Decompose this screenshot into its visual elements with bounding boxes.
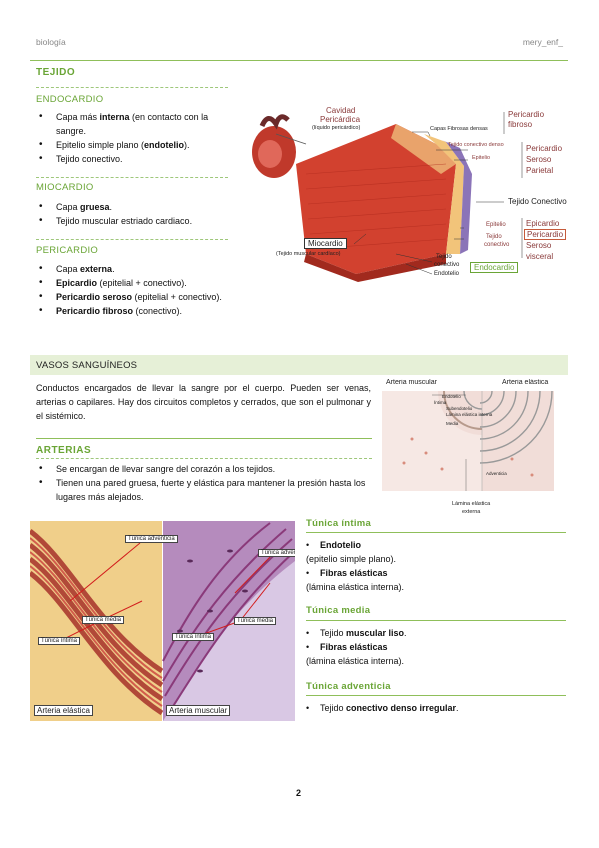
list-item: Capa gruesa. (36, 200, 232, 214)
list-item: Se encargan de llevar sangre del corazón… (36, 462, 372, 476)
artery-diagram: Arteria muscular Arteria elástica Endote… (382, 379, 554, 517)
heart-icon (252, 114, 307, 178)
label-subendotelio: Subendotelio (446, 406, 473, 411)
label-externa: externa (462, 509, 481, 515)
divider (36, 87, 228, 88)
section-title-vasos: VASOS SANGUÍNEOS (36, 360, 138, 371)
list-item: Epicardio (epitelial + conectivo). (36, 276, 246, 290)
title-tunica-intima: Túnica íntima (306, 518, 372, 529)
list-item: Epitelio simple plano (endotelio). (36, 138, 232, 152)
label-pericardio-box: Pericardio (524, 229, 567, 240)
histology-figure: Túnica adventicia Túnica media Túnica ín… (30, 521, 295, 721)
label-endotelio-art: Endotelio (442, 394, 461, 399)
divider (306, 695, 566, 696)
tunica-media-body: •Tejido muscular liso. •Fibras elásticas… (306, 628, 407, 666)
label-lamina-externa: Lámina elástica (452, 501, 491, 507)
list-item: Tienen una pared gruesa, fuerte y elásti… (36, 476, 372, 504)
vasos-paragraph: Conductos encargados de llevar la sangre… (36, 383, 371, 421)
label-tejido-2: Tejido (486, 234, 502, 240)
label-seroso-visceral: Seroso (526, 241, 552, 250)
label-intima: Íntima (434, 400, 447, 405)
histo-label-media-right: Túnica media (234, 617, 277, 625)
heart-wall-figure: Cavidad Pericárdica (líquido pericárdico… (246, 104, 570, 284)
divider (306, 532, 566, 533)
label-media: Media (446, 421, 459, 426)
label-visceral: visceral (526, 252, 554, 261)
label-lamina-interna: Lámina elástica interna (446, 412, 493, 417)
divider (36, 458, 372, 459)
header-divider (30, 60, 568, 61)
label-endotelio: Endotelio (434, 271, 460, 277)
tunica-intima-body: •Endotelio (epitelio simple plano). •Fib… (306, 540, 405, 592)
histo-label-adventicia-left: Túnica adventicia (125, 535, 178, 543)
label-endocardio-box: Endocardio (470, 262, 519, 273)
list-item: Pericardio fibroso (conectivo). (36, 304, 246, 318)
artery-cross-section (382, 379, 554, 491)
label-epitelio: Epitelio (472, 155, 491, 161)
label-adventicia: Adventicia (486, 471, 507, 476)
title-tunica-adventicia: Túnica adventicia (306, 681, 391, 692)
divider (306, 620, 566, 621)
label-tejido-conectivo: Tejido Conectivo (508, 197, 567, 206)
divider (36, 438, 372, 439)
heart-wall-illustration (252, 112, 523, 282)
label-pericardio-fibroso: Pericardio (508, 110, 545, 119)
list-pericardio: Capa externa. Epicardio (epitelial + con… (36, 262, 246, 318)
list-item: Tejido muscular estriado cardiaco. (36, 214, 232, 228)
title-tunica-media: Túnica media (306, 605, 371, 616)
list-item: Tejido conectivo. (36, 152, 232, 166)
list-item: Capa externa. (36, 262, 246, 276)
label-epicardio: Epicardio (526, 219, 560, 228)
divider (36, 177, 228, 178)
list-item: Capa más interna (en contacto con la san… (36, 110, 232, 138)
label-pericardio-seroso: Pericardio (526, 144, 563, 153)
label-miocardio-sub: (Tejido muscular cardíaco) (276, 251, 341, 257)
histo-label-intima-left: Túnica íntima (38, 637, 81, 645)
histo-label-adventicia-right: Túnica adventicia (258, 549, 295, 557)
label-cavidad: Cavidad (326, 106, 356, 115)
section-title-arterias: ARTERIAS (36, 445, 92, 456)
histo-label-intima-right: Túnica íntima (172, 633, 215, 641)
label-arteria-elastica: Arteria elástica (502, 379, 549, 386)
list-arterias: Se encargan de llevar sangre del corazón… (36, 462, 372, 504)
header-subject: biología (36, 37, 66, 47)
label-parietal: Parietal (526, 166, 554, 175)
label-conectivo-2: conectivo (484, 242, 510, 248)
divider (36, 239, 228, 240)
label-epitelio-2: Epitelio (486, 222, 506, 228)
histo-label-media-left: Túnica media (82, 616, 125, 624)
label-liquido: (líquido pericárdico) (312, 125, 361, 131)
section-banner-vasos: VASOS SANGUÍNEOS (30, 355, 568, 375)
label-miocardio: Miocardio (304, 238, 347, 249)
list-endocardio: Capa más interna (en contacto con la san… (36, 110, 232, 166)
label-tejido-3: Tejido (436, 254, 452, 260)
label-tejido-conectivo-denso: Tejido conectivo denso (448, 142, 504, 148)
tunica-adventicia-body: •Tejido conectivo denso irregular. (306, 703, 459, 713)
label-pericardica: Pericárdica (320, 115, 361, 124)
page-number: 2 (296, 788, 302, 798)
label-capas-fibrosas: Capas Fibrosas densas (430, 126, 488, 132)
label-arteria-muscular: Arteria muscular (386, 379, 437, 386)
label-seroso: Seroso (526, 155, 552, 164)
label-fibroso: fibroso (508, 120, 533, 129)
subtitle-pericardio: PERICARDIO (36, 245, 99, 256)
subtitle-miocardio: MIOCARDIO (36, 182, 94, 193)
section-title-tejido: TEJIDO (36, 67, 76, 78)
list-item: Pericardio seroso (epitelial + conectivo… (36, 290, 246, 304)
caption-arteria-muscular: Arteria muscular (166, 705, 231, 716)
label-conectivo-3: conectivo (434, 262, 460, 268)
list-miocardio: Capa gruesa. Tejido muscular estriado ca… (36, 200, 232, 228)
header-author: mery_enf_ (522, 37, 563, 47)
subtitle-endocardio: ENDOCARDIO (36, 94, 104, 105)
caption-arteria-elastica: Arteria elástica (34, 705, 93, 716)
